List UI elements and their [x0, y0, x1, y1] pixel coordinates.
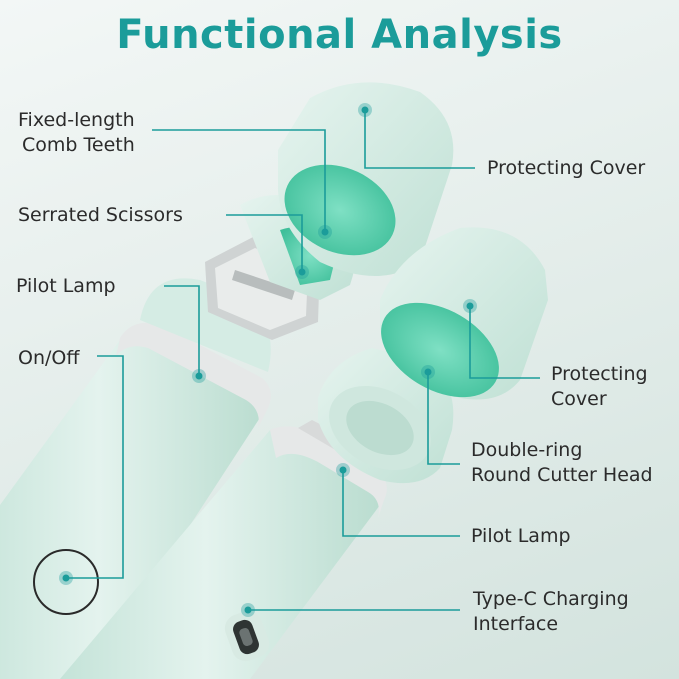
label-cutter-head-line1: Double-ring: [471, 439, 583, 461]
label-cutter-head-line2: Round Cutter Head: [471, 464, 653, 486]
label-comb-teeth-line1: Fixed-length: [18, 109, 135, 131]
label-protecting-cover-right-line2: Cover: [551, 388, 607, 410]
label-charging-line2: Interface: [473, 613, 559, 635]
on-off-button: [33, 549, 99, 615]
label-on-off: On/Off: [18, 347, 80, 369]
leader-lines: [66, 110, 540, 611]
label-cutter-head: Double-ring Round Cutter Head: [471, 438, 653, 488]
label-charging-line1: Type-C Charging: [473, 588, 629, 610]
double-ring-cutter-head: [318, 348, 454, 484]
label-charging: Type-C Charging Interface: [473, 587, 629, 637]
label-serrated-scissors: Serrated Scissors: [18, 204, 183, 226]
label-comb-teeth: Fixed-length Comb Teeth: [18, 108, 135, 158]
label-protecting-cover-right-line1: Protecting: [551, 363, 648, 385]
label-pilot-lamp-left: Pilot Lamp: [16, 275, 116, 297]
label-comb-teeth-line2: Comb Teeth: [22, 134, 135, 156]
page-title: Functional Analysis: [116, 12, 563, 58]
label-pilot-lamp-right: Pilot Lamp: [471, 525, 571, 547]
type-c-port: [224, 610, 270, 662]
marker-dots: [59, 103, 477, 617]
label-protecting-cover-top: Protecting Cover: [487, 157, 646, 179]
label-protecting-cover-right: Protecting Cover: [551, 362, 648, 412]
